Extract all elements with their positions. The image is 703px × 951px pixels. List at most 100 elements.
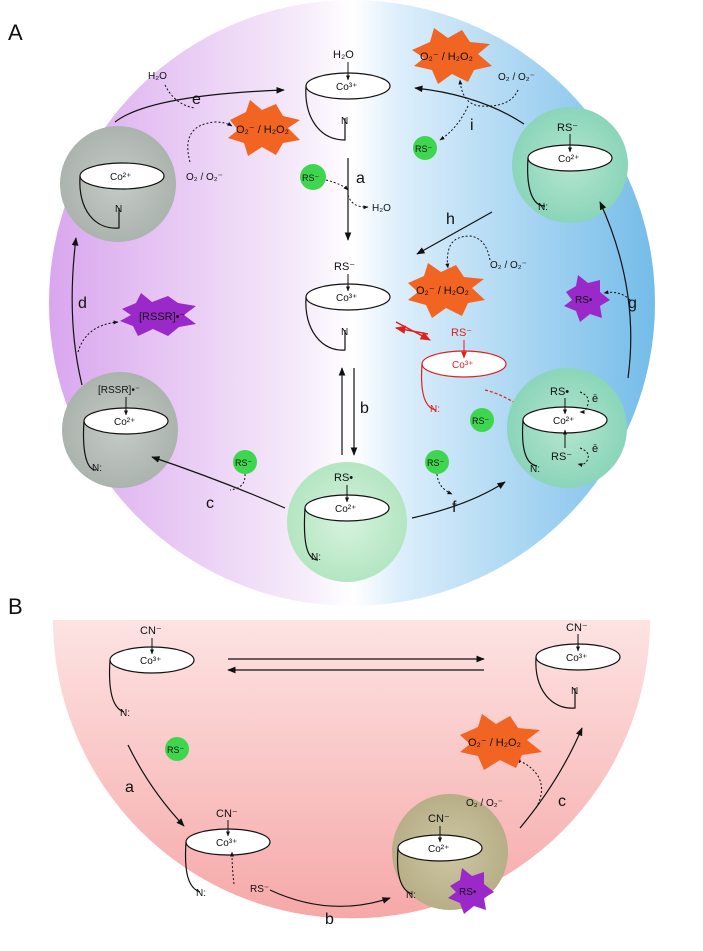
ros-star-i xyxy=(412,28,492,84)
o2-superoxide: O₂ / O₂⁻ xyxy=(490,260,527,271)
rs-thiolate-bubble xyxy=(470,408,494,432)
o2-superoxide: O₂ / O₂⁻ xyxy=(466,798,503,809)
svg-text:[RSSR]•⁻: [RSSR]•⁻ xyxy=(139,311,186,323)
nitrogen-label: N: xyxy=(430,404,440,415)
nitrogen-label: N: xyxy=(120,708,130,719)
ros-star-e xyxy=(228,100,300,156)
cobalt-label: Co²⁺ xyxy=(110,172,131,183)
h2o-ligand: H₂O xyxy=(333,49,354,61)
cobalt-label: Co³⁺ xyxy=(336,82,357,93)
rs-ligand: RS⁻ xyxy=(334,261,355,273)
arrow-step-e xyxy=(114,86,285,123)
step-d-label: d xyxy=(78,295,87,312)
svg-text:O₂⁻ / H₂O₂: O₂⁻ / H₂O₂ xyxy=(236,124,289,136)
nitrogen-label: N xyxy=(341,116,348,127)
rs-radical-ligand: RS• xyxy=(550,386,569,398)
cobalt-label: Co²⁺ xyxy=(553,416,574,427)
red-equilibrium-back xyxy=(394,325,429,335)
rs-radical-star xyxy=(564,275,610,322)
nitrogen-label: N xyxy=(341,327,348,338)
water-input: H₂O xyxy=(148,71,167,82)
svg-text:RS•: RS• xyxy=(575,295,593,306)
electron-label: ē xyxy=(592,443,598,455)
step-e-label: e xyxy=(192,91,201,108)
cyanide-ligand: CN⁻ xyxy=(216,808,238,820)
nitrogen-label: N xyxy=(571,686,578,697)
rs-radical-star xyxy=(448,868,494,914)
cobalt-label: Co³⁺ xyxy=(566,653,587,664)
complex-right-top-co2-rs: RS⁻ Co²⁺ N: xyxy=(512,107,628,223)
b-step-b-label: b xyxy=(325,911,334,928)
ros-star-h xyxy=(408,263,485,318)
rs-thiolate-bubble xyxy=(300,164,326,190)
cobalt-label: Co³⁺ xyxy=(140,656,161,667)
complex-center-co3-rs: RS⁻ Co³⁺ N xyxy=(305,261,391,351)
rs-ligand: RS⁻ xyxy=(551,451,572,463)
ros-star-b xyxy=(460,714,542,770)
o2-superoxide: O₂ / O₂⁻ xyxy=(498,72,535,83)
arrow-step-c xyxy=(151,456,286,509)
b-step-a-label: a xyxy=(125,779,134,796)
svg-text:RS⁻: RS⁻ xyxy=(415,144,433,154)
cyanide-ligand: CN⁻ xyxy=(428,813,450,825)
svg-text:RS•: RS• xyxy=(459,887,477,898)
arrow-step-h xyxy=(416,211,493,255)
cobalt-label: Co²⁺ xyxy=(114,417,135,428)
svg-text:RS⁻: RS⁻ xyxy=(302,173,320,183)
nitrogen-label: N: xyxy=(538,202,548,213)
complex-top-co3-h2o: H₂O Co³⁺ N xyxy=(305,49,391,141)
cyanide-ligand: CN⁻ xyxy=(566,622,588,634)
cobalt-label: Co²⁺ xyxy=(428,844,449,855)
svg-text:RS⁻: RS⁻ xyxy=(235,458,253,468)
step-g-label: g xyxy=(628,295,637,312)
b-arrow-step-c xyxy=(519,727,583,829)
complex-b-bottom-co3-cn-rs: CN⁻ Co³⁺ N: RS⁻ xyxy=(184,808,271,899)
svg-text:RS⁻: RS⁻ xyxy=(472,416,490,426)
arrow-step-f xyxy=(411,481,506,519)
complex-bottom-co2-rs-radical: RS• Co²⁺ N: xyxy=(287,462,407,582)
cyanide-ligand: CN⁻ xyxy=(140,625,162,637)
rs-thiolate-bubble xyxy=(165,737,189,761)
step-c-label: c xyxy=(206,495,214,512)
svg-text:RS⁻: RS⁻ xyxy=(427,458,445,468)
rs-ligand: RS⁻ xyxy=(451,327,472,339)
arrow-step-d xyxy=(71,237,83,386)
cobalt-label: Co³⁺ xyxy=(452,360,473,371)
arrow-step-g xyxy=(599,201,632,379)
nitrogen-label: N xyxy=(115,204,122,215)
svg-text:RS⁻: RS⁻ xyxy=(167,745,185,755)
water-released: H₂O xyxy=(372,203,391,214)
cobalt-label: Co³⁺ xyxy=(216,838,237,849)
nitrogen-label: N: xyxy=(311,552,321,563)
complex-b-left-co3-cn: CN⁻ Co³⁺ N: xyxy=(108,625,195,719)
step-i-label: i xyxy=(470,117,474,134)
rssr-star xyxy=(120,293,196,336)
arrow-step-i xyxy=(414,85,525,125)
nitrogen-label: N: xyxy=(406,890,416,901)
panel-a-label: A xyxy=(8,20,23,45)
transient-red-complex: RS⁻ Co³⁺ N: xyxy=(420,327,507,415)
step-h-label: h xyxy=(446,211,455,228)
rs-ligand: RS⁻ xyxy=(250,884,269,895)
rs-thiolate-bubble xyxy=(425,450,449,474)
b-step-c-label: c xyxy=(558,793,566,810)
complex-left-top-co2: Co²⁺ N xyxy=(60,126,176,242)
rs-thiolate-bubble xyxy=(413,136,437,160)
rs-radical-ligand: RS• xyxy=(334,472,353,484)
cobalt-label: Co³⁺ xyxy=(336,293,357,304)
step-b-label: b xyxy=(360,400,369,417)
cobalt-label: Co²⁺ xyxy=(335,504,356,515)
b-arrow-step-a xyxy=(127,744,185,827)
o2-superoxide: O₂ / O₂⁻ xyxy=(186,172,223,183)
svg-text:O₂⁻ / H₂O₂: O₂⁻ / H₂O₂ xyxy=(416,285,469,297)
complex-b-co2-cn-rs-radical: CN⁻ Co²⁺ N: RS• xyxy=(392,794,508,914)
nitrogen-label: N: xyxy=(92,463,102,474)
complex-right-bottom-co2: RS• Co²⁺ RS⁻ N: ē ē xyxy=(507,368,627,488)
complex-b-right-co3-cn: CN⁻ Co³⁺ N xyxy=(535,622,621,709)
b-arrow-step-b xyxy=(269,889,391,907)
complex-left-bottom-co2-rssr: [RSSR]•⁻ Co²⁺ N: xyxy=(62,372,178,488)
rs-thiolate-bubble xyxy=(233,450,257,474)
rssr-ligand: [RSSR]•⁻ xyxy=(98,385,140,396)
